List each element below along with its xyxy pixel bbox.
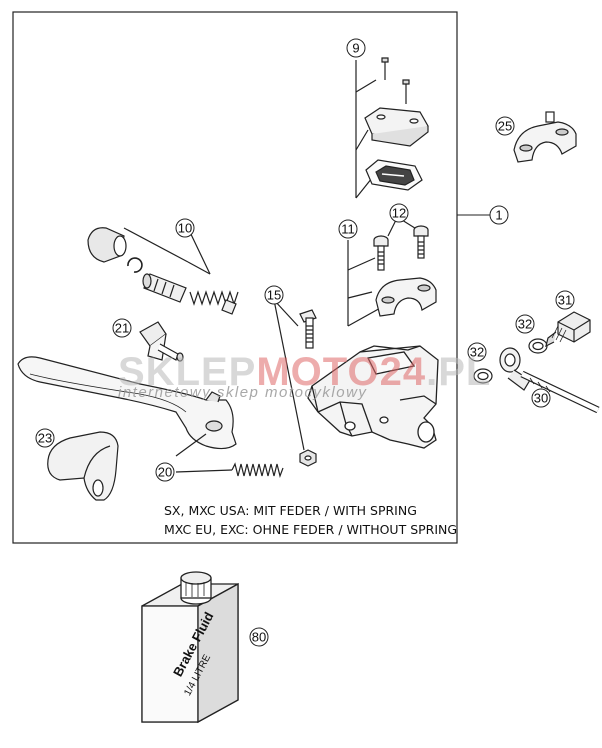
callout-10: 10: [175, 218, 195, 238]
svg-text:21: 21: [115, 321, 129, 336]
svg-text:15: 15: [267, 288, 281, 303]
assembly-frame: [12, 11, 458, 544]
svg-text:9: 9: [352, 41, 359, 56]
lever-cover-23: [47, 431, 119, 501]
callout-25: 25: [495, 116, 515, 136]
svg-text:20: 20: [158, 465, 172, 480]
svg-text:1: 1: [495, 208, 502, 223]
spring-20: [175, 462, 284, 479]
callout-23: 23: [35, 428, 55, 448]
callout-31: 31: [555, 290, 575, 310]
svg-text:31: 31: [558, 293, 572, 308]
svg-text:23: 23: [38, 431, 52, 446]
pivot-bolt-15: [273, 299, 317, 467]
watermark-part-b: MOTO: [256, 350, 380, 394]
svg-text:30: 30: [534, 391, 548, 406]
callout-11: 11: [338, 219, 358, 239]
clamp-25: [513, 111, 577, 163]
watermark-logo: SKLEPMOTO24.PL: [118, 350, 491, 395]
watermark-part-a: SKLEP: [118, 350, 257, 394]
callout-12: 12: [389, 203, 409, 223]
svg-text:32: 32: [470, 345, 484, 360]
callout-32-lower: 32: [467, 342, 487, 362]
note-without-spring: MXC EU, EXC: OHNE FEDER / WITHOUT SPRING: [164, 522, 458, 537]
svg-text:11: 11: [341, 222, 355, 237]
callout-21: 21: [112, 318, 132, 338]
master-cylinder: [307, 345, 439, 449]
svg-text:25: 25: [498, 119, 512, 134]
callout-9: 9: [346, 38, 366, 58]
callout-30: 30: [531, 388, 551, 408]
handlebar-clamp-group: [347, 219, 437, 327]
callout-32-upper: 32: [515, 314, 535, 334]
watermark-tagline: internetowy sklep motocyklowy: [118, 384, 368, 401]
reservoir-cover-group: [355, 57, 429, 199]
svg-text:80: 80: [252, 630, 266, 645]
brake-fluid-bottle: [141, 571, 239, 724]
adjuster-21: [139, 321, 184, 362]
callout-15: 15: [264, 285, 284, 305]
note-with-spring: SX, MXC USA: MIT FEDER / WITH SPRING: [164, 503, 417, 518]
callout-80: 80: [249, 627, 269, 647]
svg-text:10: 10: [178, 221, 192, 236]
piston-kit-group: [87, 227, 239, 315]
svg-text:32: 32: [518, 317, 532, 332]
brake-lever: [17, 356, 237, 457]
callout-1: 1: [489, 205, 509, 225]
svg-text:12: 12: [392, 206, 406, 221]
watermark-number: 24: [379, 350, 427, 394]
hose-fittings: [473, 311, 600, 414]
watermark-part-c: .PL: [426, 350, 492, 394]
callout-20: 20: [155, 462, 175, 482]
